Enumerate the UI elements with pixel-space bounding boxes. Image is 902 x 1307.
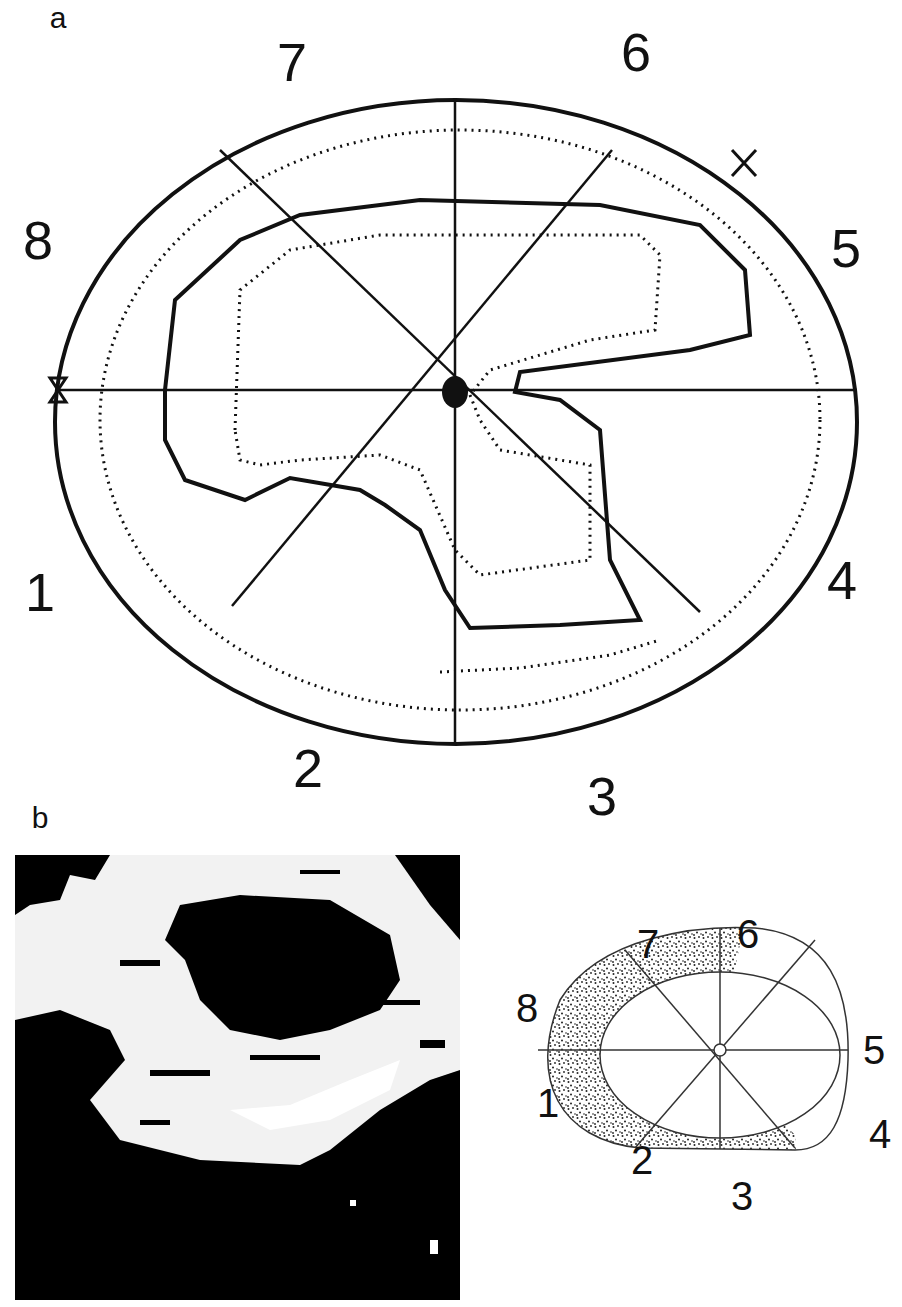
segment-number: 1 xyxy=(25,565,55,619)
segment-scheme xyxy=(538,928,848,1150)
segment-number: 7 xyxy=(637,924,659,964)
echo-image xyxy=(15,855,460,1300)
panel-letter: a xyxy=(50,3,67,33)
segment-number: 5 xyxy=(863,1030,885,1070)
segment-number: 7 xyxy=(277,35,307,89)
panel-letter: b xyxy=(32,803,49,833)
segment-number: 4 xyxy=(869,1114,891,1154)
segment-number: 6 xyxy=(621,25,651,79)
segment-number: 3 xyxy=(731,1176,753,1216)
segment-number: 6 xyxy=(737,914,759,954)
segment-number: 2 xyxy=(293,741,323,795)
segment-number: 8 xyxy=(516,988,538,1028)
segment-number: 5 xyxy=(831,221,861,275)
segment-number: 3 xyxy=(587,769,617,823)
segment-number: 1 xyxy=(537,1083,559,1123)
segment-number: 4 xyxy=(827,553,857,607)
segment-number: 8 xyxy=(23,213,53,267)
segment-number: 2 xyxy=(631,1140,653,1180)
heart-section xyxy=(50,100,857,744)
center-dot xyxy=(442,376,468,408)
